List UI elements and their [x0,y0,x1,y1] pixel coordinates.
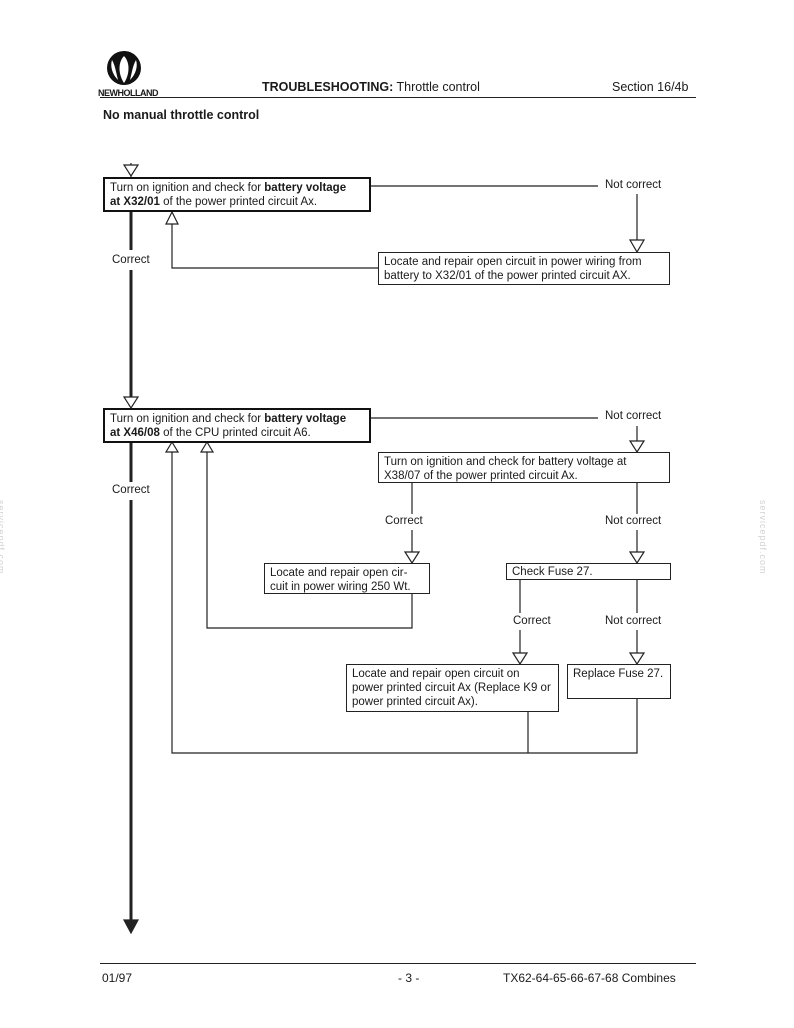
step1-text-bold1: battery voltage [264,182,347,194]
step2-text-bold2: at X46/08 [110,427,160,439]
fuse-check-box: Check Fuse 27. [506,563,671,580]
step1-text-bold2: at X32/01 [110,196,160,208]
fuse-not-correct-label: Not correct [605,615,662,627]
header-title-bold: TROUBLESHOOTING: [262,80,394,94]
step2-check-battery-x46: Turn on ignition and check for battery v… [103,408,371,443]
step3-not-correct-label: Not correct [605,515,662,527]
footer-divider [100,963,696,964]
step1-not-correct-label: Not correct [605,179,662,191]
header-title-rest: Throttle control [393,80,480,94]
header-divider [100,97,696,98]
step3-correct-label: Correct [385,515,423,527]
step2-text-post: of the CPU printed circuit A6. [159,427,311,439]
footer-date: 01/97 [102,971,133,985]
footer-model: TX62-64-65-66-67-68 Combines [503,971,676,985]
step2-text-bold1: battery voltage [264,413,347,425]
step2-not-correct-label: Not correct [605,410,662,422]
fuse-correct-fix-box: Locate and repair open circuit on power … [346,664,559,712]
footer-page-number: - 3 - [398,971,420,985]
step1-check-battery-x32: Turn on ignition and check for battery v… [103,177,371,212]
new-holland-logo-icon [98,50,156,102]
replace-fuse-box: Replace Fuse 27. [567,664,671,699]
fuse-correct-label: Correct [513,615,551,627]
page-subtitle: No manual throttle control [103,108,260,122]
step1-text-pre: Turn on ignition and check for [110,182,265,194]
step1-correct-label: Correct [112,254,150,266]
page-header-title: TROUBLESHOOTING: Throttle control [262,80,480,94]
step2-text-pre: Turn on ignition and check for [110,413,265,425]
step3-fix-box: Locate and repair open cir-cuit in power… [264,563,430,594]
step1-text-post: of the power printed circuit Ax. [159,196,318,208]
brand-name: NEWHOLLAND [98,88,159,98]
section-number: Section 16/4b [612,80,689,94]
step1-fix-box: Locate and repair open circuit in power … [378,252,670,285]
step2-correct-label: Correct [112,484,150,496]
step3-check-battery-x38: Turn on ignition and check for battery v… [378,452,670,483]
